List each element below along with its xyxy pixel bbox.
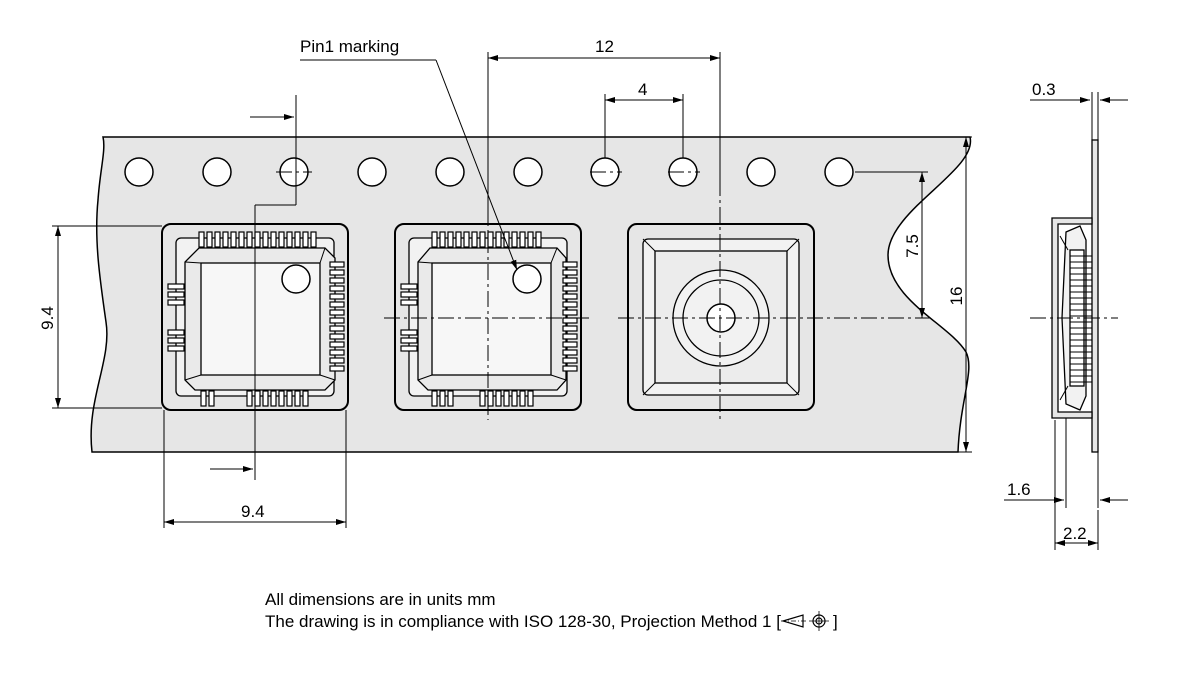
drawing-notes: All dimensions are in units mm The drawi… [265,589,838,633]
side-view [1051,139,1099,453]
note-compliance-text: The drawing is in compliance with ISO 12… [265,612,781,631]
dim-pocket-width-label: 9.4 [241,502,265,521]
dim-cavity-depth [1004,418,1128,508]
dim-total-height-label: 2.2 [1063,524,1087,543]
dim-pocket-width [163,410,347,528]
dim-pocket-offset-label: 7.5 [903,234,922,258]
dim-tape-thickness [1030,92,1128,140]
dim-total-height [1054,420,1099,550]
dim-pitch [487,52,721,210]
pin1-marking-dot [281,264,311,294]
pocket-3-empty [627,223,815,411]
pocket-2-with-component [394,223,582,411]
dim-pocket-height [52,225,162,409]
dim-tape-thickness-label: 0.3 [1032,80,1056,99]
dim-tape-width-label: 16 [947,287,966,306]
projection-method-icon [780,611,829,631]
dim-cavity-depth-label: 1.6 [1007,480,1031,499]
dim-pocket-height-label: 9.4 [38,306,57,330]
note-units: All dimensions are in units mm [265,590,496,609]
dim-hole-pitch [604,94,684,158]
dim-tape-width [895,136,972,453]
pin1-leader [300,59,518,271]
dim-pitch-label: 12 [595,37,614,56]
note-compliance: The drawing is in compliance with ISO 12… [265,611,838,633]
pin1-marking-dot [512,264,542,294]
note-compliance-end: ] [832,612,838,631]
dim-hole-pitch-label: 4 [638,80,647,99]
pin1-marking-callout: Pin1 marking [300,37,399,56]
feed-reference-line [210,95,297,480]
dim-pocket-offset [855,171,928,318]
